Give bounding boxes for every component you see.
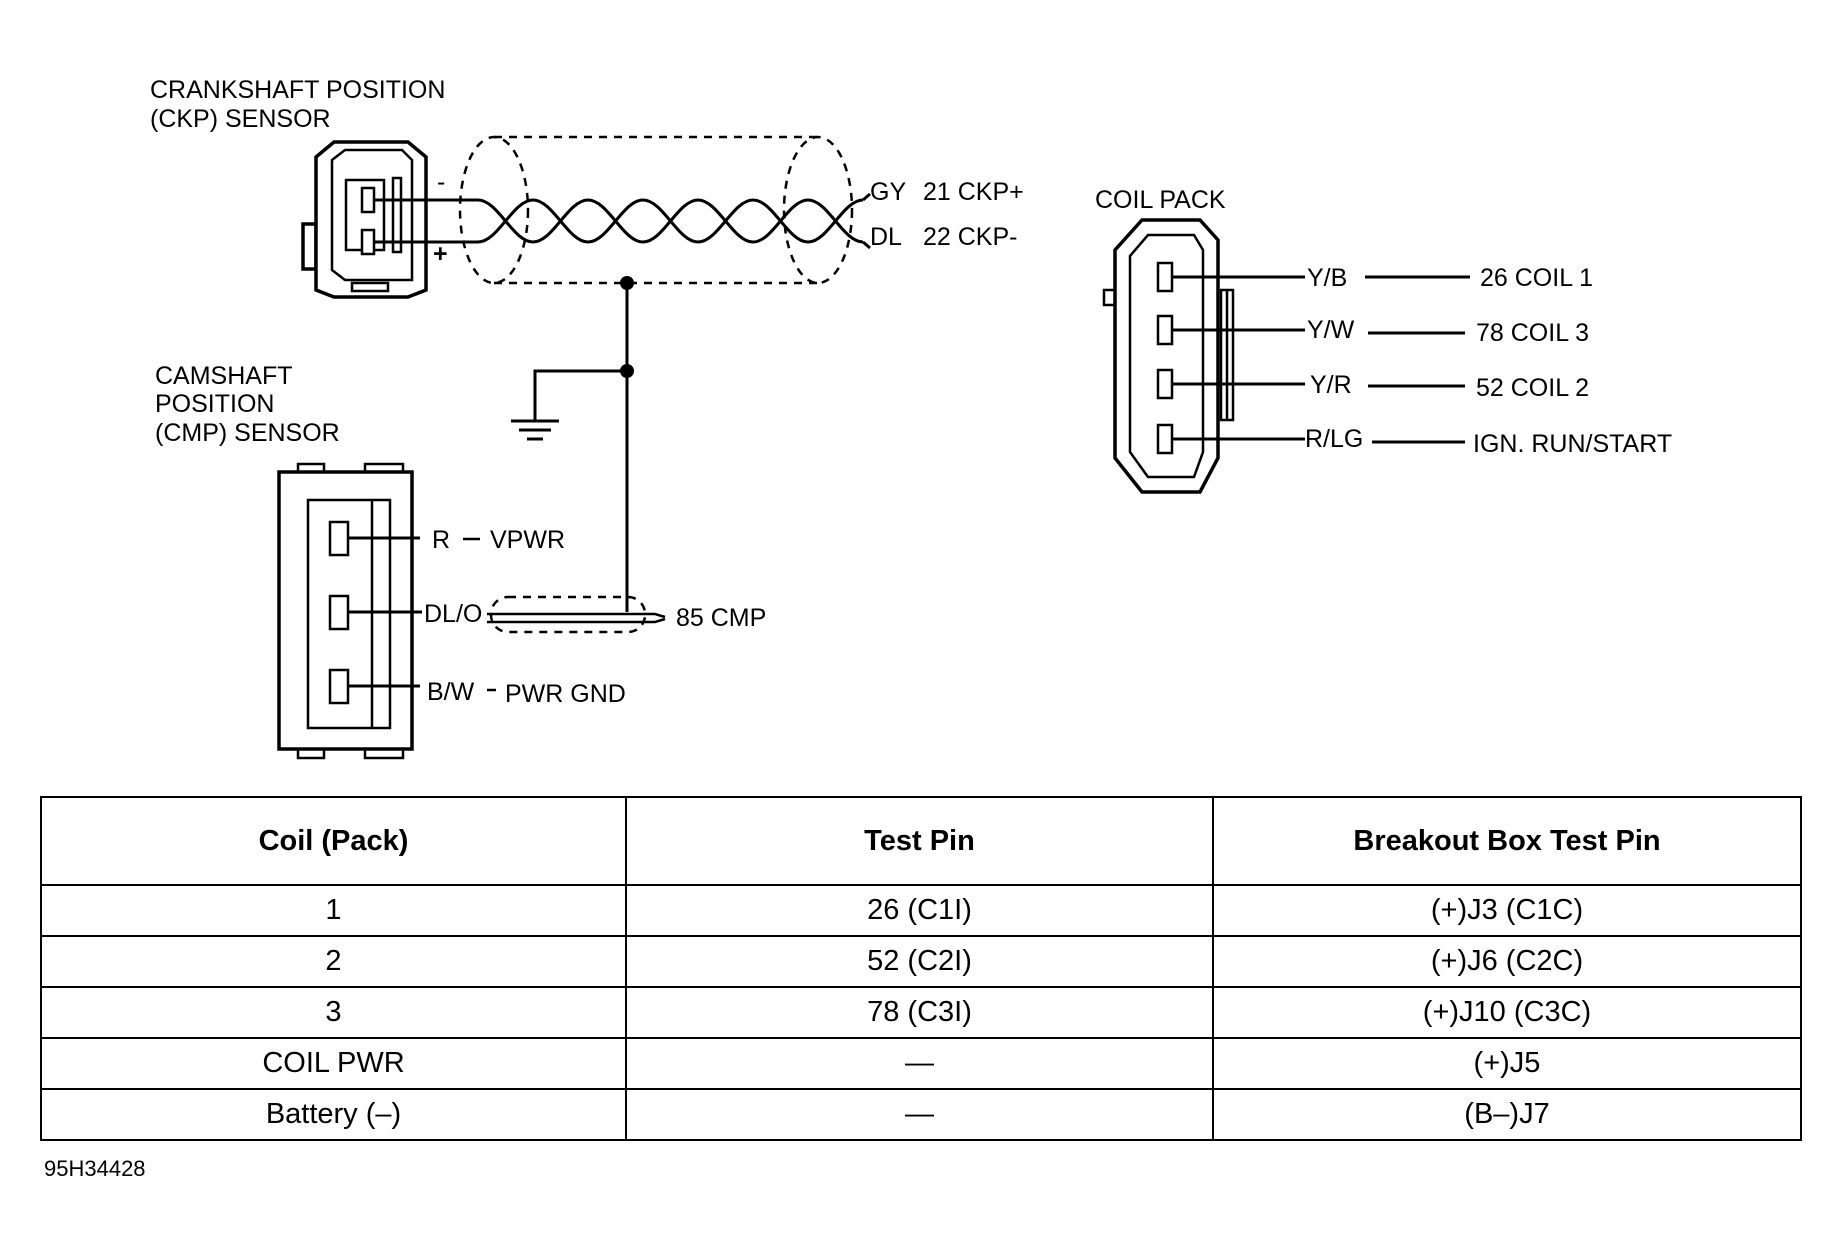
ckp-title-line2: (CKP) SENSOR [150, 105, 331, 133]
cmp-wire-color-3: B/W [427, 678, 475, 706]
table-cell: (+)J10 (C3C) [1212, 986, 1802, 1039]
table-row: COIL PWR — (+)J5 [40, 1037, 1802, 1090]
table-cell: (B–)J7 [1212, 1088, 1802, 1141]
table-cell: 3 [40, 986, 627, 1039]
table-row: 3 78 (C3I) (+)J10 (C3C) [40, 986, 1802, 1039]
table-cell: Battery (–) [40, 1088, 627, 1141]
table-cell: — [625, 1037, 1214, 1090]
cmp-sensor: CAMSHAFT POSITION (CMP) SENSOR R VPWR DL… [155, 362, 766, 760]
cmp-title-line3: (CMP) SENSOR [155, 419, 340, 447]
table-cell: (+)J6 (C2C) [1212, 935, 1802, 988]
ckp-plus-sign: + [433, 240, 448, 268]
coil-wire-color-4: R/LG [1305, 425, 1363, 453]
ckp-connector-body [301, 140, 428, 299]
wiring-diagram: CRANKSHAFT POSITION (CKP) SENSOR - + [150, 76, 1672, 760]
test-pin-table: Coil (Pack) Test Pin Breakout Box Test P… [40, 796, 1802, 1141]
ckp-minus-sign: - [437, 168, 445, 196]
ground-symbol [511, 419, 559, 441]
ckp-title-line1: CRANKSHAFT POSITION [150, 76, 445, 104]
table-cell: 26 (C1I) [625, 884, 1214, 937]
header-test-pin: Test Pin [625, 796, 1214, 886]
table-cell: (+)J5 [1212, 1037, 1802, 1090]
cmp-wire-pin-3: PWR GND [505, 680, 626, 708]
table-header-row: Coil (Pack) Test Pin Breakout Box Test P… [40, 796, 1802, 886]
table-cell: 52 (C2I) [625, 935, 1214, 988]
cmp-wire-color-2: DL/O [424, 600, 482, 628]
cmp-title-line1: CAMSHAFT [155, 362, 293, 390]
coil-wire-pin-2: 78 COIL 3 [1476, 319, 1589, 347]
table-cell: 78 (C3I) [625, 986, 1214, 1039]
coil-wire-pin-1: 26 COIL 1 [1480, 264, 1593, 292]
cmp-wire-pin-1: VPWR [490, 526, 565, 554]
cmp-signal-shield [489, 595, 647, 634]
table-row: 1 26 (C1I) (+)J3 (C1C) [40, 884, 1802, 937]
ckp-wire-color-1: GY [870, 178, 906, 206]
cmp-wire-pin-2: 85 CMP [676, 604, 766, 632]
header-breakout-box-test-pin: Breakout Box Test Pin [1212, 796, 1802, 886]
table-row: 2 52 (C2I) (+)J6 (C2C) [40, 935, 1802, 988]
table-row: Battery (–) — (B–)J7 [40, 1088, 1802, 1141]
figure-id: 95H34428 [44, 1156, 146, 1181]
table-cell: 1 [40, 884, 627, 937]
coil-wire-color-3: Y/R [1310, 371, 1352, 399]
cmp-title-line2: POSITION [155, 390, 274, 418]
ckp-wire-pin-2: 22 CKP- [923, 223, 1017, 251]
coil-wire-color-1: Y/B [1307, 264, 1347, 292]
shield-drain-wire [533, 276, 634, 600]
ckp-wire-color-2: DL [870, 223, 902, 251]
ckp-wire-pin-1: 21 CKP+ [923, 178, 1024, 206]
cmp-wire-color-1: R [432, 526, 450, 554]
table-cell: COIL PWR [40, 1037, 627, 1090]
header-coil-pack: Coil (Pack) [40, 796, 627, 886]
table-cell: (+)J3 (C1C) [1212, 884, 1802, 937]
coil-wire-pin-3: 52 COIL 2 [1476, 374, 1589, 402]
ckp-sensor: CRANKSHAFT POSITION (CKP) SENSOR - + [150, 76, 1024, 299]
ckp-shield [458, 135, 854, 285]
table-cell: — [625, 1088, 1214, 1141]
coil-pack-title: COIL PACK [1095, 186, 1226, 214]
coil-wire-color-2: Y/W [1307, 316, 1355, 344]
table-cell: 2 [40, 935, 627, 988]
coil-pack: COIL PACK Y/B 26 COIL 1 Y/W 78 COIL 3 Y/… [1095, 186, 1672, 494]
coil-pack-connector-body [1102, 218, 1235, 494]
coil-wire-pin-4: IGN. RUN/START [1473, 430, 1672, 458]
